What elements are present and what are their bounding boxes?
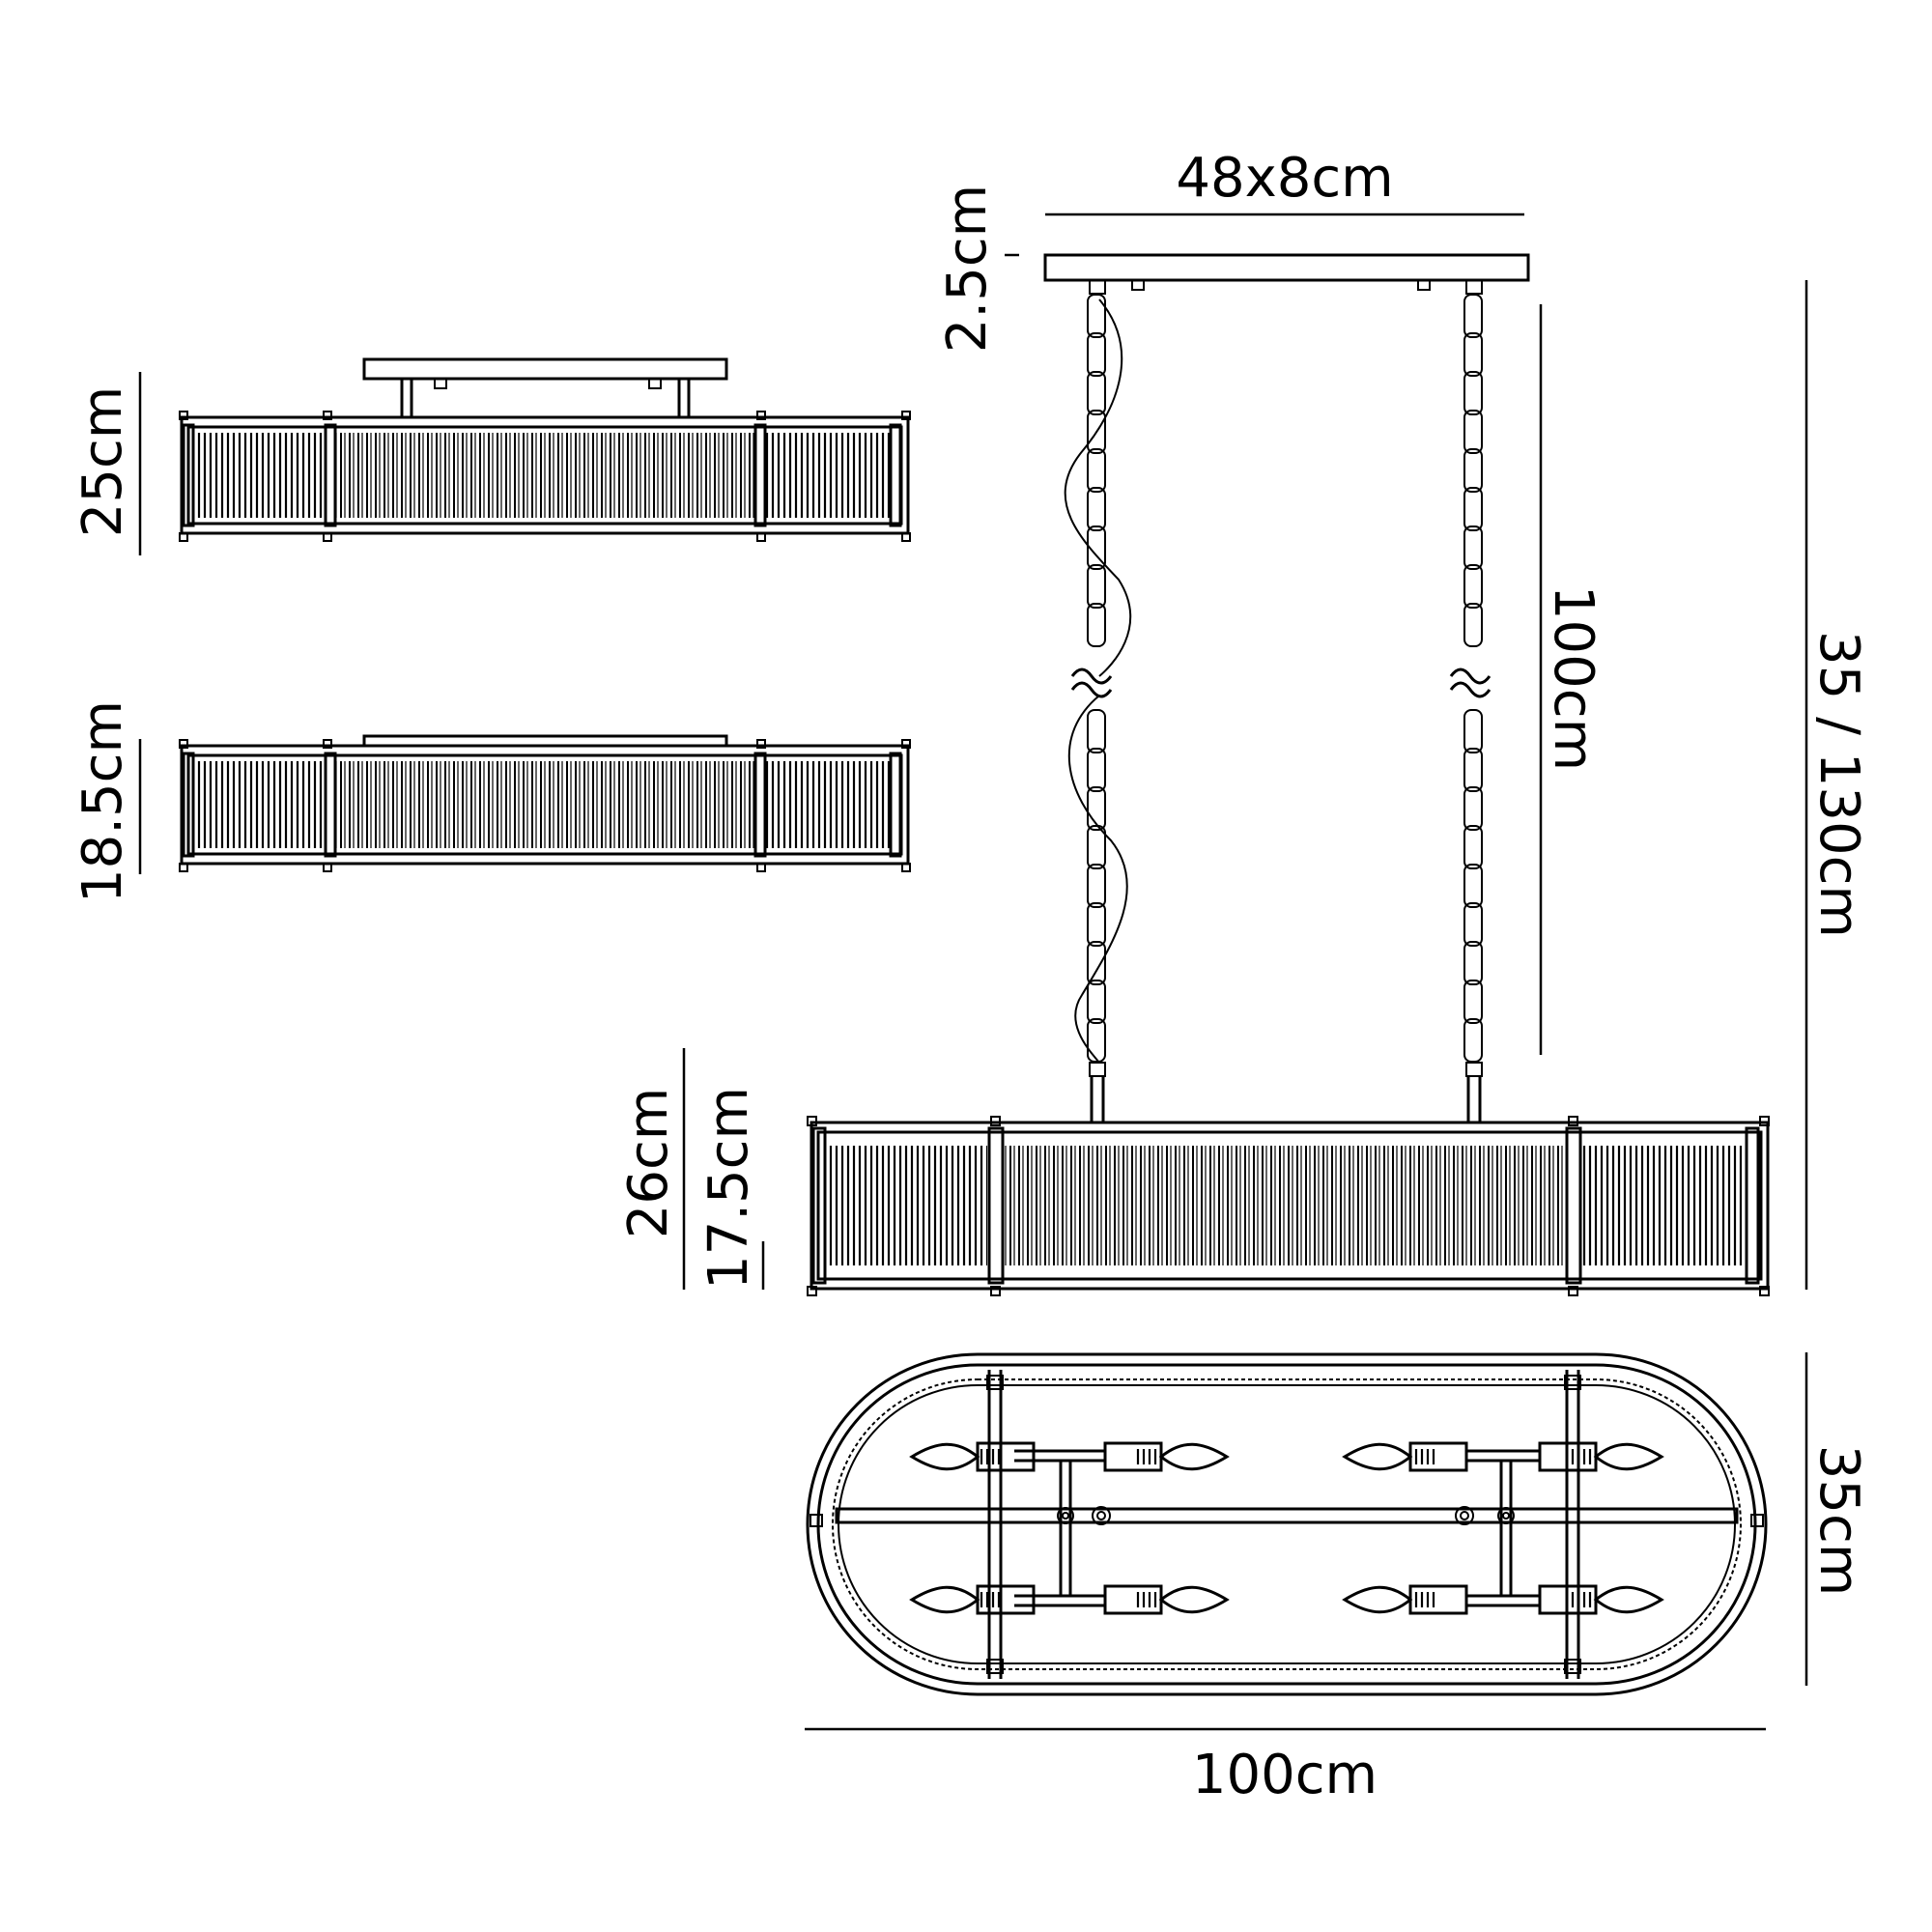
shade-height-label: 17.5cm — [697, 1087, 760, 1290]
pendant-view — [682, 213, 1808, 1296]
width-label: 100cm — [1192, 1744, 1378, 1806]
flush-height-label: 25cm — [71, 386, 134, 538]
right-chain — [1449, 294, 1492, 1122]
chain-length-label: 100cm — [1542, 585, 1605, 771]
plan-view — [805, 1352, 1808, 1731]
canopy-height-label: 2.5cm — [936, 185, 999, 353]
flush-mount-view — [138, 357, 911, 555]
canopy-size-label: 48x8cm — [1176, 147, 1393, 210]
semi-flush-view — [138, 734, 911, 874]
semi-flush-height-label: 18.5cm — [71, 700, 134, 903]
total-height-label: 35 / 130cm — [1807, 631, 1870, 938]
pendant-height-label: 26cm — [617, 1088, 680, 1239]
depth-label: 35cm — [1807, 1445, 1870, 1597]
left-chain — [1064, 294, 1132, 1122]
